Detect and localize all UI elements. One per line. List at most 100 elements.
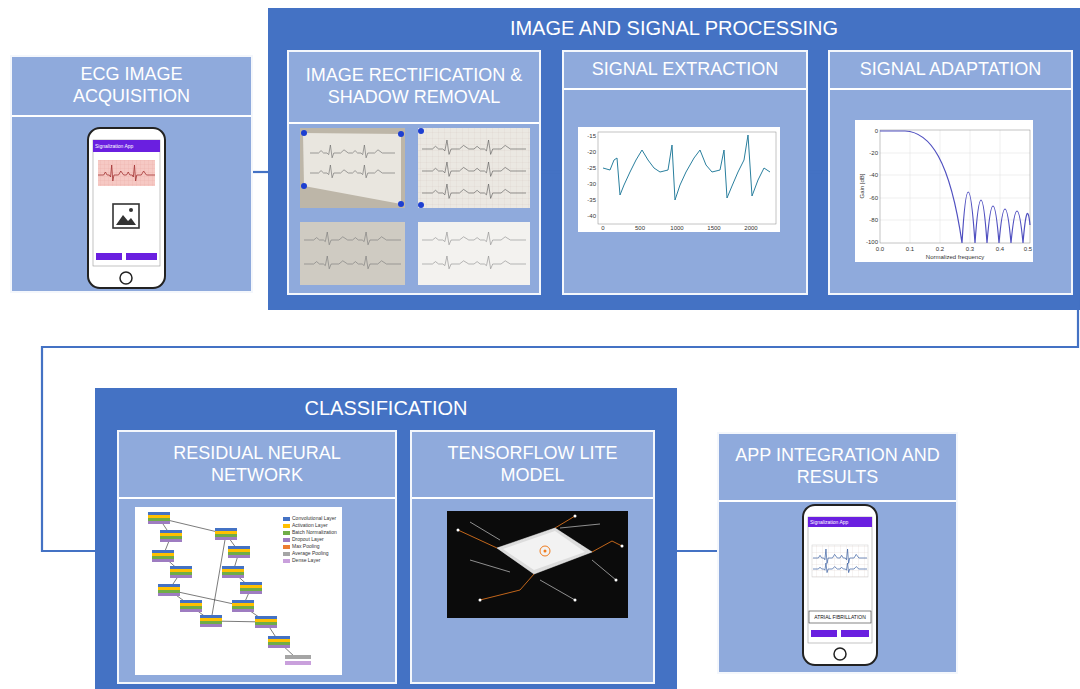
process-box: SIGNAL ADAPTATION [828, 50, 1073, 295]
tflite-illustration [574, 599, 577, 602]
connector-line [42, 172, 1078, 551]
rectification-photos [300, 128, 530, 285]
filter-response-plot [855, 120, 1033, 262]
panel-title: IMAGE AND SIGNAL PROCESSING [268, 8, 1080, 40]
legend-text: Dropout Layer [292, 537, 324, 542]
filter-response-plot [880, 130, 1030, 243]
legend-text: Convolutional Layer [292, 516, 336, 521]
rectification-photos [303, 133, 401, 204]
tflite-illustration [540, 546, 550, 556]
legend-text: Batch Normalization [292, 530, 337, 535]
result-phone-illustration [803, 505, 877, 665]
box-heading: IMAGE RECTIFICATION & SHADOW REMOVAL [289, 52, 539, 124]
rectification-photos [418, 128, 424, 134]
box-heading: SIGNAL EXTRACTION [564, 52, 806, 90]
plot-label: -100 [866, 239, 878, 245]
result-phone-illustration [834, 648, 846, 660]
phone-illustration [98, 160, 155, 186]
rectification-photos [310, 145, 395, 158]
process-box: SIGNAL EXTRACTION [562, 50, 808, 295]
resnet-illustration [159, 518, 266, 622]
plot-label: Gain [dB] [859, 173, 865, 198]
box-heading: RESIDUAL NEURAL NETWORK [119, 432, 395, 499]
legend-text: Dense Layer [292, 558, 320, 563]
result-phone-illustration [808, 517, 872, 527]
resnet-illustration [215, 528, 237, 540]
legend-row: Dense Layer [283, 557, 337, 564]
rectification-photos [398, 201, 404, 207]
plot-label: -80 [869, 217, 878, 223]
plot-label: Signalization App [95, 144, 133, 149]
plot-label: 0.4 [996, 246, 1004, 252]
plot-label: -35 [587, 197, 596, 203]
rectification-photos [422, 256, 526, 269]
resnet-illustration [255, 616, 277, 628]
legend-swatch [283, 538, 290, 542]
plot-label: Normalized frequency [926, 254, 984, 260]
legend-row: Dropout Layer [283, 536, 337, 543]
resnet-illustration [228, 546, 250, 558]
process-box: TENSORFLOW LITE MODEL [410, 430, 655, 684]
plot-label: Signalization App [810, 520, 848, 525]
filter-response-plot [855, 120, 1033, 262]
filter-response-plot [880, 131, 1030, 243]
connector-line [253, 171, 268, 173]
result-phone-illustration [803, 505, 877, 665]
resnet-illustration [152, 550, 174, 562]
legend-text: Max Pooling [292, 544, 320, 549]
plot-label: -15 [587, 133, 596, 139]
tflite-illustration [479, 599, 482, 602]
process-box: ECG IMAGE ACQUISITION [10, 55, 253, 293]
rectification-photos [418, 128, 530, 208]
connector-line [677, 550, 717, 552]
signal-plot [578, 127, 780, 232]
tflite-illustration [457, 529, 460, 532]
phone-illustration [116, 215, 136, 225]
signal-plot [598, 132, 776, 224]
resnet-illustration [135, 507, 342, 675]
resnet-illustration [222, 566, 244, 578]
rectification-photos [422, 232, 526, 245]
result-phone-illustration [808, 517, 872, 643]
legend-swatch [283, 559, 290, 563]
process-box: IMAGE RECTIFICATION & SHADOW REMOVAL [287, 50, 541, 295]
rectification-photos [418, 202, 424, 208]
resnet-illustration [158, 584, 180, 596]
plot-label: ATRIAL FIBRILLATION [814, 615, 866, 620]
resnet-illustration [135, 507, 342, 675]
box-heading: SIGNAL ADAPTATION [830, 52, 1071, 90]
plot-label: 1000 [670, 225, 683, 231]
rectification-photos [418, 222, 530, 285]
plot-label: 0.2 [936, 246, 944, 252]
legend: Convolutional LayerActivation LayerBatch… [283, 515, 337, 564]
plot-label: -20 [869, 150, 878, 156]
phone-illustration [113, 204, 139, 228]
connector-line [541, 171, 562, 173]
legend-swatch [283, 524, 290, 528]
result-phone-illustration [813, 563, 867, 573]
tflite-illustration [458, 516, 622, 600]
resnet-illustration [200, 615, 222, 627]
resnet-illustration [148, 512, 170, 524]
rectification-photos [304, 232, 401, 245]
rectification-photos [422, 162, 526, 176]
plot-label: 0.3 [966, 246, 974, 252]
tflite-illustration [447, 511, 628, 618]
process-box: APP INTEGRATION AND RESULTS [717, 432, 958, 674]
legend-swatch [283, 552, 290, 556]
stage-panel: IMAGE AND SIGNAL PROCESSING IMAGE RECTIFI… [268, 8, 1080, 310]
plot-label: -30 [587, 181, 596, 187]
rectification-photos [300, 128, 405, 208]
phone-illustration [126, 253, 157, 260]
plot-label: -20 [587, 149, 596, 155]
box-heading: TENSORFLOW LITE MODEL [412, 432, 653, 499]
rectification-photos [418, 128, 530, 208]
plot-label: -60 [869, 195, 878, 201]
connector-line [808, 171, 828, 173]
resnet-illustration [240, 582, 262, 594]
box-heading: ECG IMAGE ACQUISITION [12, 57, 251, 117]
plot-label: -40 [587, 213, 596, 219]
tflite-illustration [447, 511, 628, 618]
result-phone-illustration [813, 549, 867, 563]
